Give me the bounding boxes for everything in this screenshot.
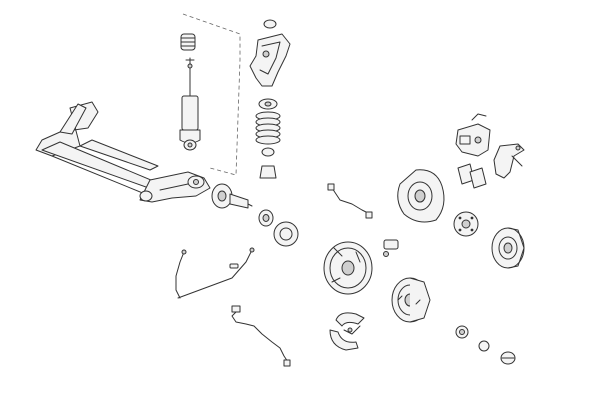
hub-washer (478, 340, 490, 352)
wheel-bearing (258, 209, 274, 227)
brake-caliper (455, 113, 491, 157)
stub-axle (211, 183, 253, 209)
wheel-hub (453, 211, 479, 237)
handbrake-cable (175, 247, 255, 299)
bump-stop (180, 33, 196, 51)
strut-group-bracket (182, 13, 241, 176)
wheel-cylinder (383, 239, 399, 257)
spring-upper-seat (258, 98, 278, 110)
dust-cap (500, 351, 516, 365)
rear-axle-beam (35, 101, 211, 203)
hub-nut (455, 325, 469, 339)
brake-shoes (329, 312, 365, 351)
brake-hose-upper (327, 183, 373, 219)
caliper-carrier (493, 143, 525, 179)
shock-absorber (179, 57, 201, 151)
brake-backing-plate (323, 241, 373, 295)
abs-sensor-cable (231, 305, 291, 367)
strut-mount-bracket (249, 19, 291, 87)
brake-pads (457, 163, 487, 189)
abs-tone-ring (273, 221, 299, 247)
brake-drum (391, 277, 431, 323)
spring-lower-pad (259, 147, 277, 179)
coil-spring (255, 111, 281, 145)
brake-disc (491, 227, 525, 269)
disc-brake-shield (397, 169, 445, 223)
